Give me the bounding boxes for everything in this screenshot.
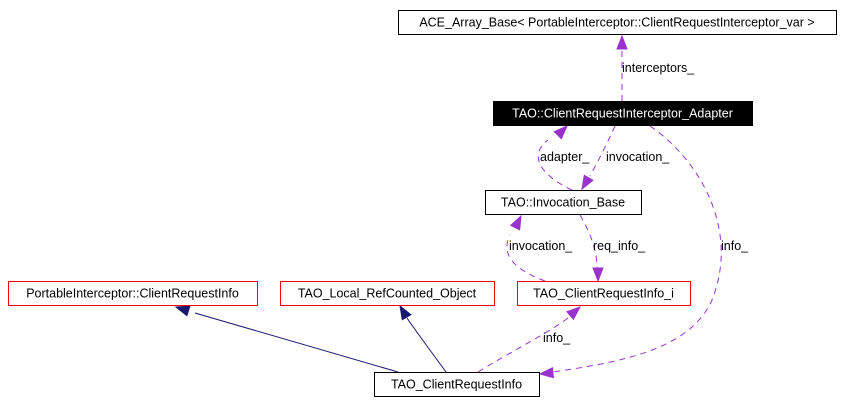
node-client-request-info[interactable]: TAO_ClientRequestInfo — [374, 372, 540, 397]
node-ace-array-base[interactable]: ACE_Array_Base< PortableInterceptor::Cli… — [398, 10, 837, 35]
usage-edge-line — [579, 214, 598, 269]
arrowhead-icon — [174, 305, 191, 317]
node-pi-client-request-info[interactable]: PortableInterceptor::ClientRequestInfo — [8, 281, 258, 306]
node-box — [374, 372, 540, 397]
edge-client_request_info-to-client_request_info_i — [477, 306, 582, 373]
inheritance-edge-line — [194, 312, 399, 373]
node-local-refcounted[interactable]: TAO_Local_RefCounted_Object — [280, 281, 495, 306]
arrowhead-icon — [616, 34, 628, 50]
node-box — [485, 190, 642, 215]
edge-adapter-to-ace_array_base — [616, 34, 628, 101]
edge-label: adapter_ — [540, 150, 590, 164]
edge-invocation_base-to-adapter — [537, 125, 573, 191]
usage-edge-line — [552, 125, 722, 373]
node-adapter: TAO::ClientRequestInterceptor_Adapter — [493, 101, 753, 126]
edge-client_request_info-to-pi_client_request_info — [174, 305, 399, 373]
edge-client_request_info_i-to-invocation_base — [506, 214, 546, 282]
node-label: TAO_ClientRequestInfo_i — [533, 287, 674, 301]
node-client-request-info-i[interactable]: TAO_ClientRequestInfo_i — [517, 281, 691, 306]
edge-adapter-to-invocation_base — [581, 125, 616, 191]
arrowhead-icon — [509, 214, 522, 231]
node-box — [8, 281, 258, 306]
edge-client_request_info-to-local_refcounted — [399, 304, 447, 373]
arrowhead-icon — [566, 306, 582, 321]
node-label: TAO::Invocation_Base — [501, 196, 625, 210]
inheritance-edge-line — [406, 317, 447, 373]
node-box — [517, 281, 691, 306]
arrowhead-icon — [553, 125, 568, 140]
node-label: TAO_ClientRequestInfo — [391, 378, 522, 392]
arrowhead-icon — [399, 304, 412, 321]
edge-label: interceptors_ — [622, 61, 695, 75]
node-box — [493, 101, 753, 126]
node-label: PortableInterceptor::ClientRequestInfo — [26, 287, 239, 301]
edge-label: invocation_ — [509, 239, 573, 253]
usage-edge-line — [506, 234, 546, 282]
edge-adapter-to-client_request_info — [538, 125, 722, 379]
edge-label: info_ — [721, 239, 749, 253]
edge-invocation_base-to-client_request_info_i — [579, 214, 604, 283]
node-label: TAO_Local_RefCounted_Object — [298, 287, 477, 301]
node-label: TAO::ClientRequestInterceptor_Adapter — [512, 107, 733, 121]
node-box — [398, 10, 837, 35]
edge-label: invocation_ — [606, 150, 670, 164]
node-box — [280, 281, 495, 306]
usage-edge-line — [477, 317, 569, 373]
edge-label: info_ — [543, 331, 571, 345]
edge-label: req_info_ — [593, 239, 646, 253]
usage-edge-line — [589, 125, 616, 177]
node-label: ACE_Array_Base< PortableInterceptor::Cli… — [419, 16, 814, 30]
arrowhead-icon — [581, 174, 594, 191]
arrowhead-icon — [592, 267, 604, 283]
arrowhead-icon — [538, 366, 555, 379]
node-invocation-base[interactable]: TAO::Invocation_Base — [485, 190, 642, 215]
usage-edge-line — [537, 139, 573, 191]
